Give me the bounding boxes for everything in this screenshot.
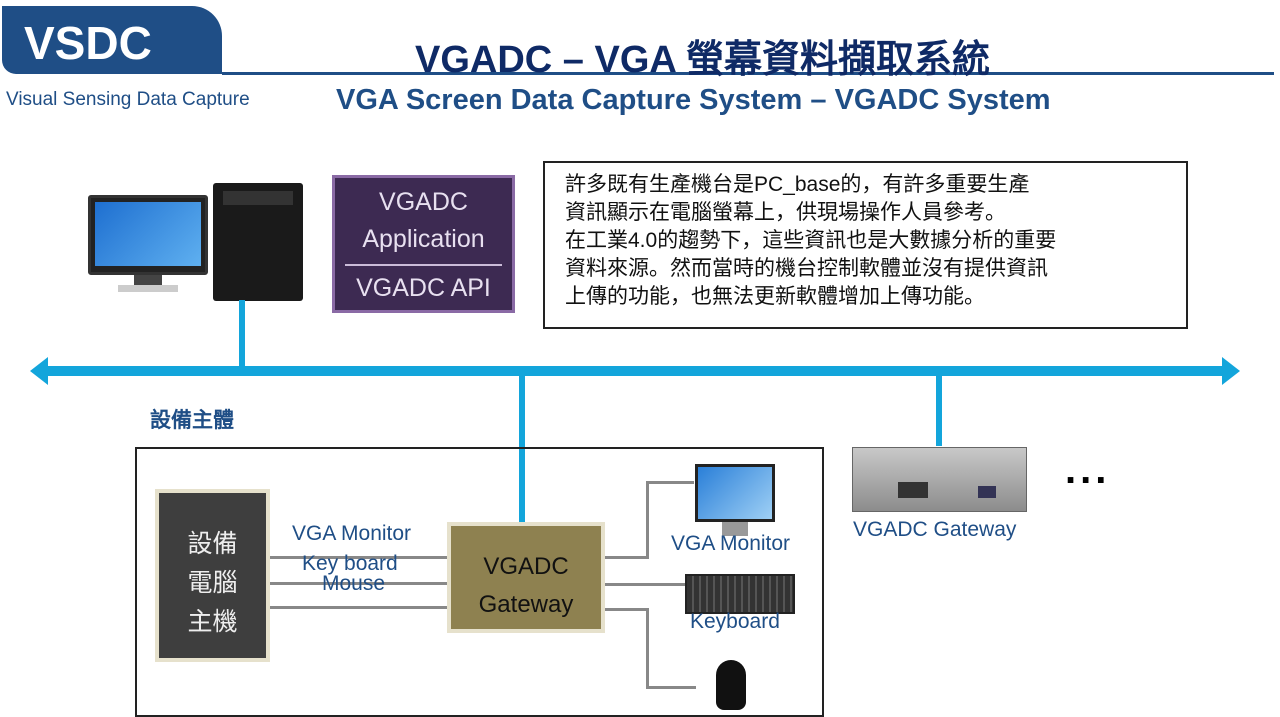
- gateway-device-icon: [852, 447, 1027, 512]
- gateway-device-label: VGADC Gateway: [853, 518, 1017, 541]
- header-rule: [222, 72, 1274, 75]
- host-label: 電腦: [187, 569, 238, 597]
- description-box: 許多既有生產機台是PC_base的，有許多重要生產 資訊顯示在電腦螢幕上，供現場…: [543, 161, 1188, 329]
- vsdc-logo: VSDC: [2, 6, 222, 74]
- keyboard-label: Keyboard: [690, 610, 780, 633]
- gateway-label: VGADC: [483, 553, 569, 580]
- description-line: 上傳的功能，也無法更新軟體增加上傳功能。: [565, 285, 985, 308]
- page-subtitle: VGA Screen Data Capture System – VGADC S…: [336, 84, 1051, 116]
- description-line: 資訊顯示在電腦螢幕上，供現場操作人員參考。: [565, 201, 1006, 224]
- app-label: Application: [362, 225, 485, 253]
- pc-tower-icon: [213, 183, 303, 301]
- logo-subtitle: Visual Sensing Data Capture: [6, 89, 250, 110]
- vga-monitor-icon: [695, 464, 775, 522]
- description-line: 在工業4.0的趨勢下，這些資訊也是大數據分析的重要: [565, 229, 1057, 252]
- more-ellipsis: ...: [1065, 448, 1111, 492]
- network-bus: [44, 366, 1226, 376]
- host-computer-box: 設備 電腦 主機: [155, 489, 270, 662]
- mouse-link-label: Mouse: [322, 572, 386, 595]
- pc-connector: [239, 300, 245, 368]
- mouse-icon: [716, 660, 746, 710]
- monitor-label: VGA Monitor: [671, 532, 791, 555]
- equipment-label: 設備主體: [150, 409, 234, 432]
- app-label: VGADC: [379, 188, 468, 216]
- host-label: 主機: [187, 608, 238, 636]
- description-line: 資料來源。然而當時的機台控制軟體並沒有提供資訊: [565, 257, 1048, 280]
- vga-link-label: VGA Monitor: [292, 522, 412, 545]
- api-label: VGADC API: [356, 274, 491, 302]
- keyboard-icon: [685, 574, 795, 614]
- host-label: 設備: [187, 530, 238, 558]
- page-title: VGADC – VGA 螢幕資料擷取系統: [415, 39, 990, 81]
- arrow-right-icon: [1222, 357, 1240, 385]
- vgadc-gateway-box: VGADC Gateway: [447, 522, 605, 633]
- keyboard-link-label: Key board: [302, 552, 398, 575]
- gateway-label: Gateway: [478, 591, 574, 618]
- description-line: 許多既有生產機台是PC_base的，有許多重要生產: [565, 173, 1030, 196]
- monitor-icon: [88, 195, 208, 275]
- vgadc-application-box: VGADC Application VGADC API: [332, 175, 515, 313]
- arrow-left-icon: [30, 357, 48, 385]
- gateway-device-connector: [936, 376, 942, 446]
- gateway-connector: [519, 376, 525, 524]
